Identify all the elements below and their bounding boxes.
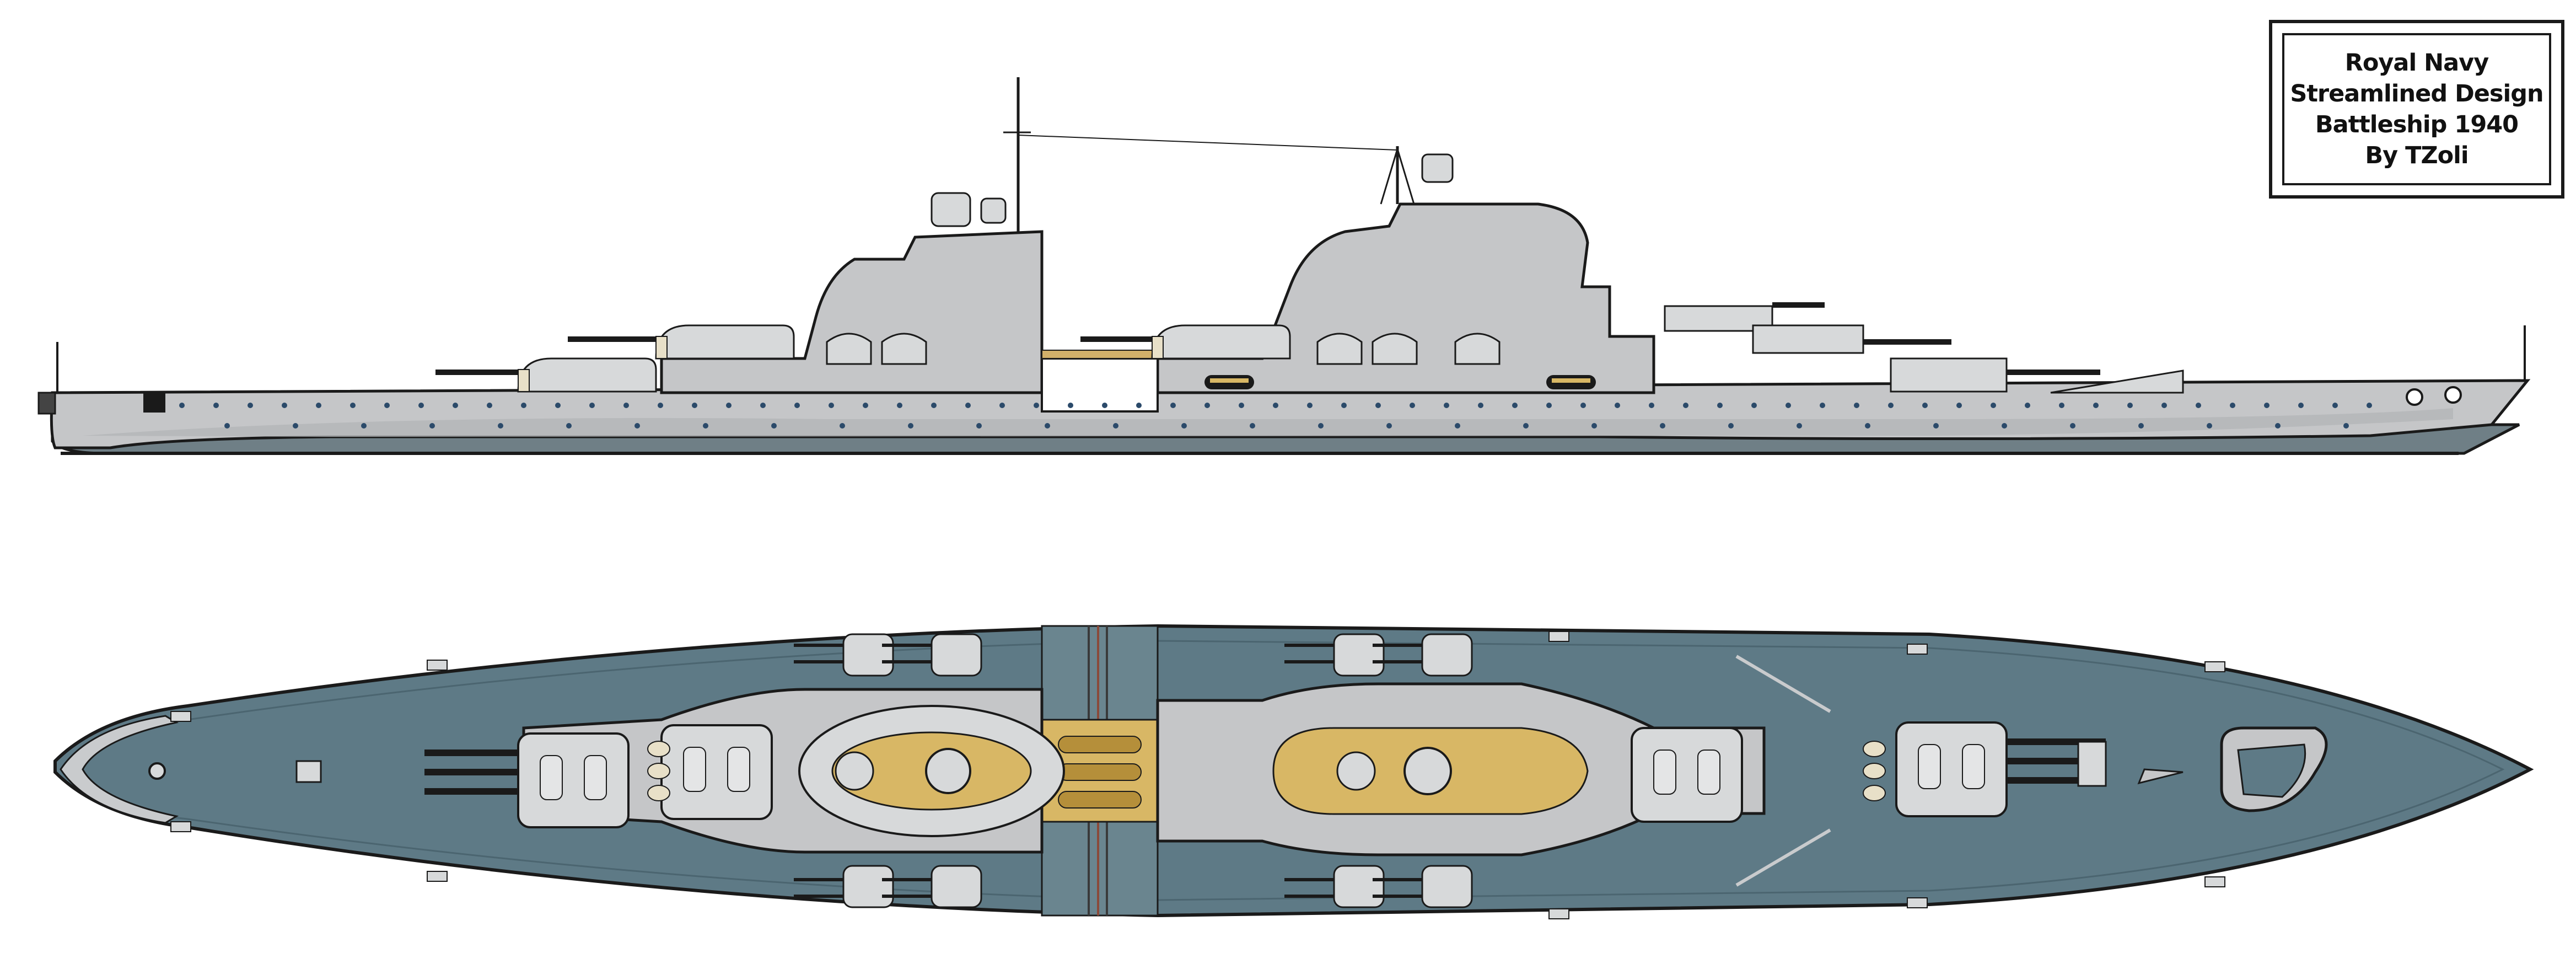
side-profile-view	[37, 77, 2531, 455]
title-line-design: Streamlined Design	[2290, 80, 2543, 108]
title-line-type: Battleship 1940	[2315, 111, 2519, 138]
side-forward-superstructure	[660, 230, 1044, 394]
title-line-navy: Royal Navy	[2344, 49, 2489, 77]
title-block-frame: Royal Navy Streamlined Design Battleship…	[2282, 33, 2551, 185]
title-line-author: By TZoli	[2365, 142, 2469, 169]
title-block: Royal Navy Streamlined Design Battleship…	[2269, 20, 2564, 199]
plan-view	[53, 624, 2534, 919]
